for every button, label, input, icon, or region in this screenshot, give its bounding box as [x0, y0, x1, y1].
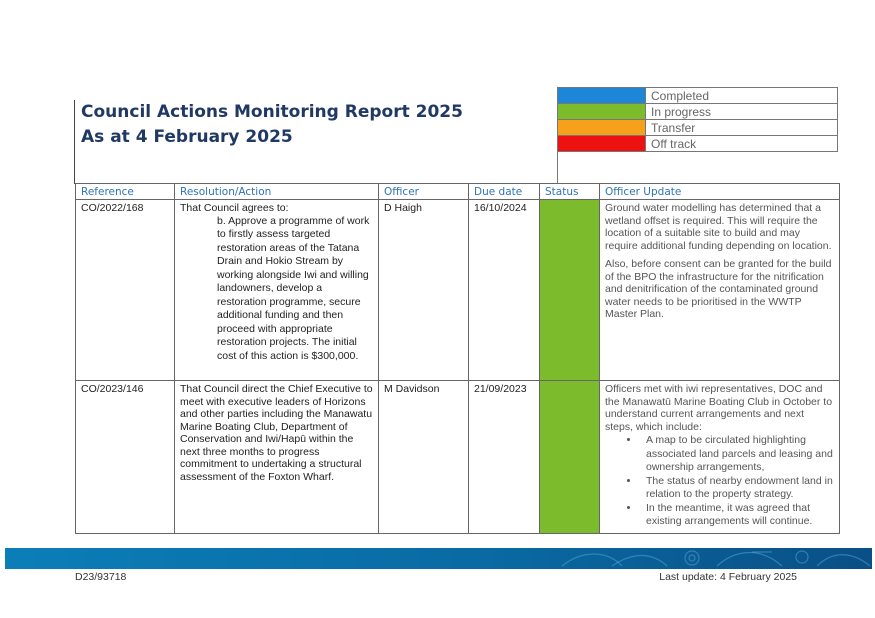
cell-officer: M Davidson [378, 380, 469, 534]
legend-row-transfer: Transfer [557, 119, 838, 136]
status-legend: Completed In progress Transfer Off track [557, 87, 838, 152]
column-header-reference: Reference [75, 183, 175, 200]
cell-status-in-progress [539, 380, 600, 534]
cell-officer: D Haigh [378, 199, 469, 381]
actions-table: Reference Resolution/Action Officer Due … [75, 183, 840, 534]
legend-label-off-track: Off track [645, 135, 838, 152]
legend-row-in-progress: In progress [557, 103, 838, 120]
legend-swatch-completed [557, 87, 646, 104]
column-header-officer-update: Officer Update [599, 183, 840, 200]
update-paragraph: Also, before consent can be granted for … [605, 258, 832, 320]
cell-resolution: That Council agrees to: b. Approve a pro… [174, 199, 379, 381]
update-bullet: The status of nearby endowment land in r… [640, 475, 834, 502]
legend-swatch-in-progress [557, 103, 646, 120]
report-date: As at 4 February 2025 [81, 127, 293, 147]
document-reference: D23/93718 [75, 571, 127, 583]
legend-row-off-track: Off track [557, 135, 838, 152]
legend-label-in-progress: In progress [645, 103, 838, 120]
column-header-resolution: Resolution/Action [174, 183, 379, 200]
report-title-block: Council Actions Monitoring Report 2025 A… [74, 100, 463, 184]
legend-divider [557, 151, 558, 184]
cell-reference: CO/2023/146 [75, 380, 175, 534]
report-title: Council Actions Monitoring Report 2025 [81, 102, 463, 122]
resolution-intro: That Council agrees to: [180, 202, 289, 214]
column-header-status: Status [539, 183, 600, 200]
update-bullet: A map to be circulated highlighting asso… [640, 434, 834, 475]
update-paragraph: Officers met with iwi representatives, D… [605, 383, 833, 433]
resolution-body: b. Approve a programme of work to firstl… [217, 214, 370, 362]
table-row: CO/2022/168 That Council agrees to: b. A… [75, 199, 840, 381]
legend-label-transfer: Transfer [645, 119, 838, 136]
cell-status-in-progress [539, 199, 600, 381]
cell-resolution: That Council direct the Chief Executive … [174, 380, 379, 534]
update-bullet-list: A map to be circulated highlighting asso… [605, 434, 834, 529]
footer-band [5, 548, 872, 569]
legend-swatch-off-track [557, 135, 646, 152]
cell-due-date: 21/09/2023 [468, 380, 540, 534]
cell-due-date: 16/10/2024 [468, 199, 540, 381]
legend-row-completed: Completed [557, 87, 838, 104]
cell-reference: CO/2022/168 [75, 199, 175, 381]
column-header-officer: Officer [378, 183, 469, 200]
legend-swatch-transfer [557, 119, 646, 136]
decorative-pattern-icon [561, 550, 871, 567]
cell-officer-update: Officers met with iwi representatives, D… [599, 380, 840, 534]
table-header-row: Reference Resolution/Action Officer Due … [75, 183, 840, 200]
cell-officer-update: Ground water modelling has determined th… [599, 199, 840, 381]
column-header-due-date: Due date [468, 183, 540, 200]
table-row: CO/2023/146 That Council direct the Chie… [75, 380, 840, 534]
last-update: Last update: 4 February 2025 [659, 571, 797, 583]
legend-label-completed: Completed [645, 87, 838, 104]
update-paragraph: Ground water modelling has determined th… [605, 202, 832, 252]
update-bullet: In the meantime, it was agreed that exis… [640, 502, 834, 529]
